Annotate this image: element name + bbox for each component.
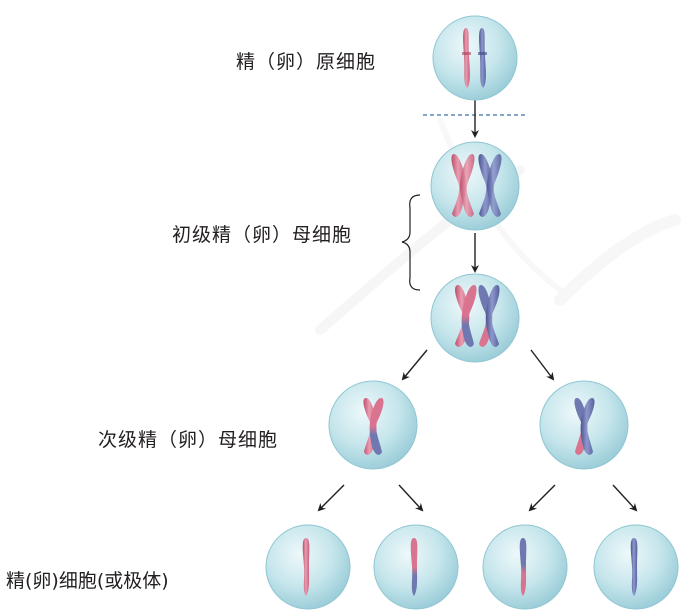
cell-secondary-left [328,380,418,470]
cell-gamete-3 [482,524,568,610]
arrow-to-gamete-4 [612,484,638,512]
cell-primary-2 [430,273,520,363]
cell-secondary-right [539,380,629,470]
label-secondary-cell: 次级精（卵）母细胞 [98,429,279,451]
arrow-to-gamete-1 [317,484,345,512]
label-gamete-cell: 精(卵)细胞(或极体) [6,570,169,592]
arrow-to-secondary-left [401,349,428,381]
arrows [317,98,638,512]
cell-gamete-4 [593,524,679,610]
arrow-to-gamete-2 [398,484,424,512]
cell-primary-1 [430,141,520,231]
primary-brace [401,194,421,291]
cell-gamete-2 [373,524,459,610]
label-primordial-cell: 精（卵）原细胞 [236,51,377,73]
cell-gamete-1 [265,524,351,610]
arrow-to-secondary-right [530,349,555,381]
arrow-to-gamete-3 [528,484,556,512]
cell-primordial [432,15,518,101]
label-primary-cell: 初级精（卵）母细胞 [172,224,353,246]
